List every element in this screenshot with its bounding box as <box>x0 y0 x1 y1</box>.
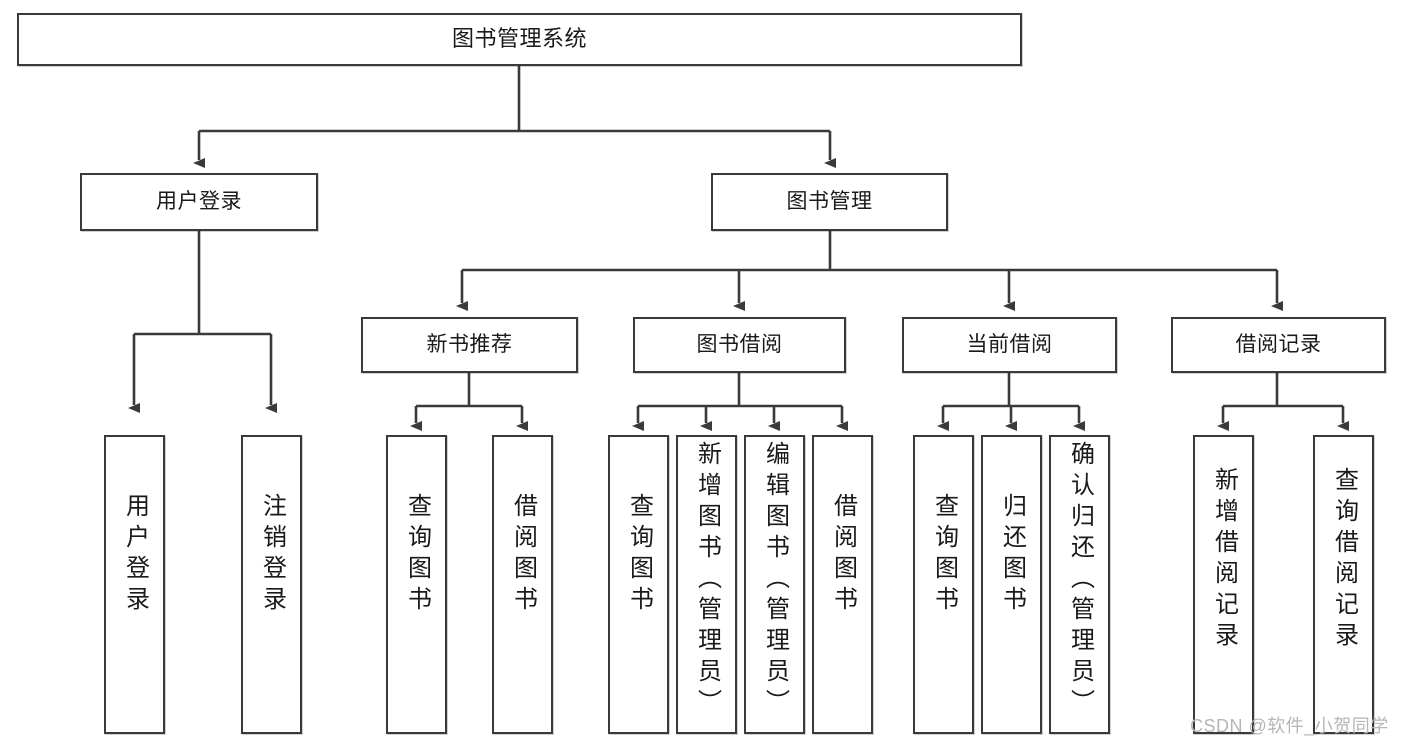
node-label: 图书管理 <box>786 190 873 214</box>
node-label: 查询图书 <box>403 493 431 617</box>
node-label: 借阅图书 <box>509 493 537 617</box>
watermark: CSDN @软件_小贺同学 <box>1190 716 1389 736</box>
leaf-user-login[interactable]: 用户登录 <box>104 435 165 734</box>
node-label: 查询图书 <box>930 493 958 617</box>
node-label: 当前借阅 <box>966 333 1053 357</box>
node-book-management[interactable]: 图书管理 <box>711 173 948 231</box>
leaf-query-book-current[interactable]: 查询图书 <box>913 435 974 734</box>
node-book-borrow[interactable]: 图书借阅 <box>633 317 846 373</box>
node-label: 新增图书（管理员） <box>693 441 721 720</box>
node-label: 新书推荐 <box>426 333 513 357</box>
node-current-borrow[interactable]: 当前借阅 <box>902 317 1117 373</box>
node-label: 图书借阅 <box>696 333 783 357</box>
node-label: 注销登录 <box>258 493 286 617</box>
node-label: 确认归还（管理员） <box>1066 441 1094 720</box>
node-label: 新增借阅记录 <box>1210 467 1238 653</box>
node-label: 借阅记录 <box>1235 333 1322 357</box>
leaf-edit-book-admin[interactable]: 编辑图书（管理员） <box>744 435 805 734</box>
leaf-query-book-borrow[interactable]: 查询图书 <box>608 435 669 734</box>
leaf-add-book-admin[interactable]: 新增图书（管理员） <box>676 435 737 734</box>
node-label: 归还图书 <box>998 493 1026 617</box>
leaf-query-book-new[interactable]: 查询图书 <box>386 435 447 734</box>
leaf-query-borrow-record[interactable]: 查询借阅记录 <box>1313 435 1374 734</box>
leaf-borrow-book[interactable]: 借阅图书 <box>812 435 873 734</box>
leaf-confirm-return-admin[interactable]: 确认归还（管理员） <box>1049 435 1110 734</box>
leaf-borrow-book-new[interactable]: 借阅图书 <box>492 435 553 734</box>
node-label: 借阅图书 <box>829 493 857 617</box>
node-user-login[interactable]: 用户登录 <box>80 173 318 231</box>
node-new-book-recommend[interactable]: 新书推荐 <box>361 317 578 373</box>
node-root-system[interactable]: 图书管理系统 <box>17 13 1022 66</box>
node-label: 查询图书 <box>625 493 653 617</box>
leaf-logout-login[interactable]: 注销登录 <box>241 435 302 734</box>
node-label: 图书管理系统 <box>451 26 587 52</box>
node-borrow-record[interactable]: 借阅记录 <box>1171 317 1386 373</box>
node-label: 查询借阅记录 <box>1330 467 1358 653</box>
node-label: 用户登录 <box>156 190 242 214</box>
node-label: 编辑图书（管理员） <box>761 441 789 720</box>
node-label: 用户登录 <box>121 493 149 617</box>
leaf-add-borrow-record[interactable]: 新增借阅记录 <box>1193 435 1254 734</box>
leaf-return-book[interactable]: 归还图书 <box>981 435 1042 734</box>
